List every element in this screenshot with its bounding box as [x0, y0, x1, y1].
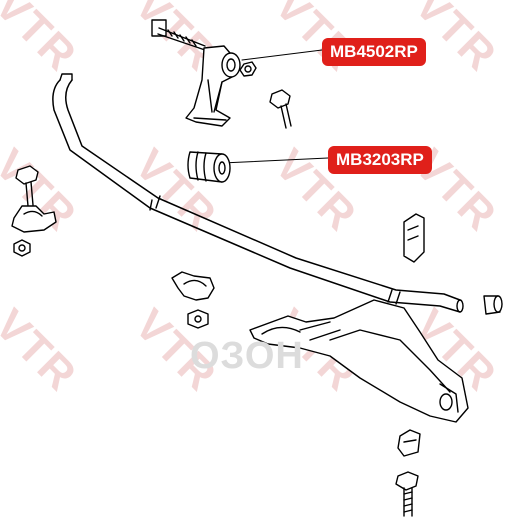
watermark-overlay-text: ОЗОН	[190, 335, 304, 377]
left-bolt-clamp	[11, 165, 57, 257]
part-label-mb3203rp: MB3203RP	[328, 146, 432, 174]
middle-clamp-nut	[171, 271, 215, 329]
lower-bolt-bracket	[395, 429, 421, 517]
right-bracket	[403, 213, 425, 263]
link-bracket-assembly	[185, 45, 292, 129]
part-label-mb4502rp: MB4502RP	[322, 38, 426, 66]
stabilizer-bar	[52, 73, 464, 313]
lower-control-arm	[249, 299, 469, 423]
bushing-middle	[187, 151, 231, 183]
leader-line	[221, 157, 329, 164]
bolt-top	[151, 19, 206, 51]
leader-line	[241, 49, 323, 61]
right-bushing	[483, 295, 503, 315]
